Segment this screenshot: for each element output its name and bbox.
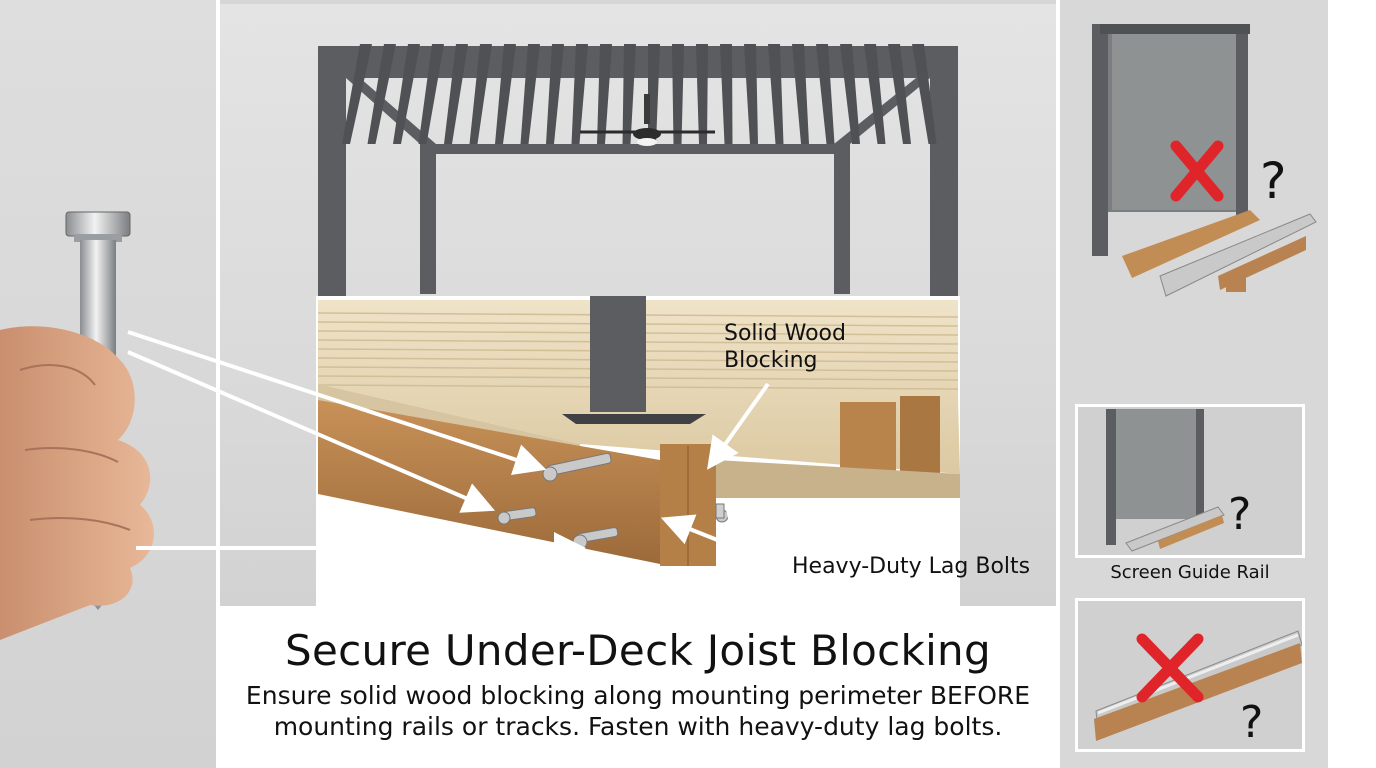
arrow-to-blocking xyxy=(707,382,770,470)
deck-blocking-illustration-panel xyxy=(220,4,1056,606)
louver-slat xyxy=(744,44,758,144)
louver-slat xyxy=(546,44,564,144)
hand-holding-lag-bolt-illustration xyxy=(0,211,154,640)
arrow-to-upper-bolt xyxy=(127,330,547,475)
louver-slat xyxy=(520,44,540,144)
louver-slat xyxy=(888,44,911,144)
louver-slat xyxy=(648,44,660,144)
lag-bolt-photo-panel xyxy=(0,0,216,768)
louver-slat xyxy=(367,44,396,144)
red-x-icon xyxy=(1136,633,1204,703)
page-margin xyxy=(1328,0,1376,768)
louver-slat xyxy=(597,44,612,144)
caption-area: Secure Under-Deck Joist Blocking Ensure … xyxy=(220,606,1056,768)
louver-slat xyxy=(816,44,835,144)
louver-slat xyxy=(418,44,444,144)
red-x-icon xyxy=(1170,140,1224,202)
incorrect-screen-mount-thumbnail: ? xyxy=(1070,6,1320,306)
arrow-to-lag-bolt-a xyxy=(660,514,779,566)
screen-guide-rail-thumbnail: ? xyxy=(1075,404,1305,558)
ceiling-fan xyxy=(580,94,715,146)
lag-bolts-label: Heavy-Duty Lag Bolts xyxy=(792,554,1031,579)
louver-slat xyxy=(342,44,372,144)
louver-slat xyxy=(469,44,492,144)
question-mark-icon: ? xyxy=(1240,697,1263,748)
louver-slat xyxy=(495,44,516,144)
solid-wood-blocking-label: Solid Wood Blocking xyxy=(724,321,846,373)
louver-slat xyxy=(696,44,708,144)
louver-slat xyxy=(571,44,588,144)
screen-guide-rail-caption: Screen Guide Rail xyxy=(1110,562,1270,583)
louver-slat xyxy=(720,44,733,144)
headline: Secure Under-Deck Joist Blocking xyxy=(285,626,991,675)
louver-slat xyxy=(912,44,937,144)
arrow-to-middle-bolt xyxy=(127,350,496,513)
instruction-text: Ensure solid wood blocking along mountin… xyxy=(245,681,1031,741)
pergola-deck-illustration xyxy=(316,44,960,606)
louver-slat xyxy=(393,44,420,144)
louver-slat xyxy=(864,44,886,144)
louver-slat xyxy=(672,44,684,144)
pergola-louvers xyxy=(342,44,937,144)
incorrect-track-mount-thumbnail: ? xyxy=(1075,598,1305,752)
louver-slat xyxy=(768,44,784,144)
callout-arrows xyxy=(127,330,780,568)
hand xyxy=(0,326,154,640)
louver-slat xyxy=(622,44,636,144)
arrow-to-lag-bolt-b xyxy=(724,502,780,568)
louver-slat xyxy=(792,44,809,144)
panel-divider xyxy=(216,0,220,768)
deck-cutaway xyxy=(316,296,960,606)
panel-divider xyxy=(1056,0,1060,768)
rim-joist xyxy=(318,400,660,564)
louver-slat xyxy=(840,44,860,144)
question-mark-icon: ? xyxy=(1228,489,1251,540)
pergola-post xyxy=(590,296,646,412)
louver-slat xyxy=(444,44,468,144)
question-mark-icon: ? xyxy=(1260,152,1287,210)
